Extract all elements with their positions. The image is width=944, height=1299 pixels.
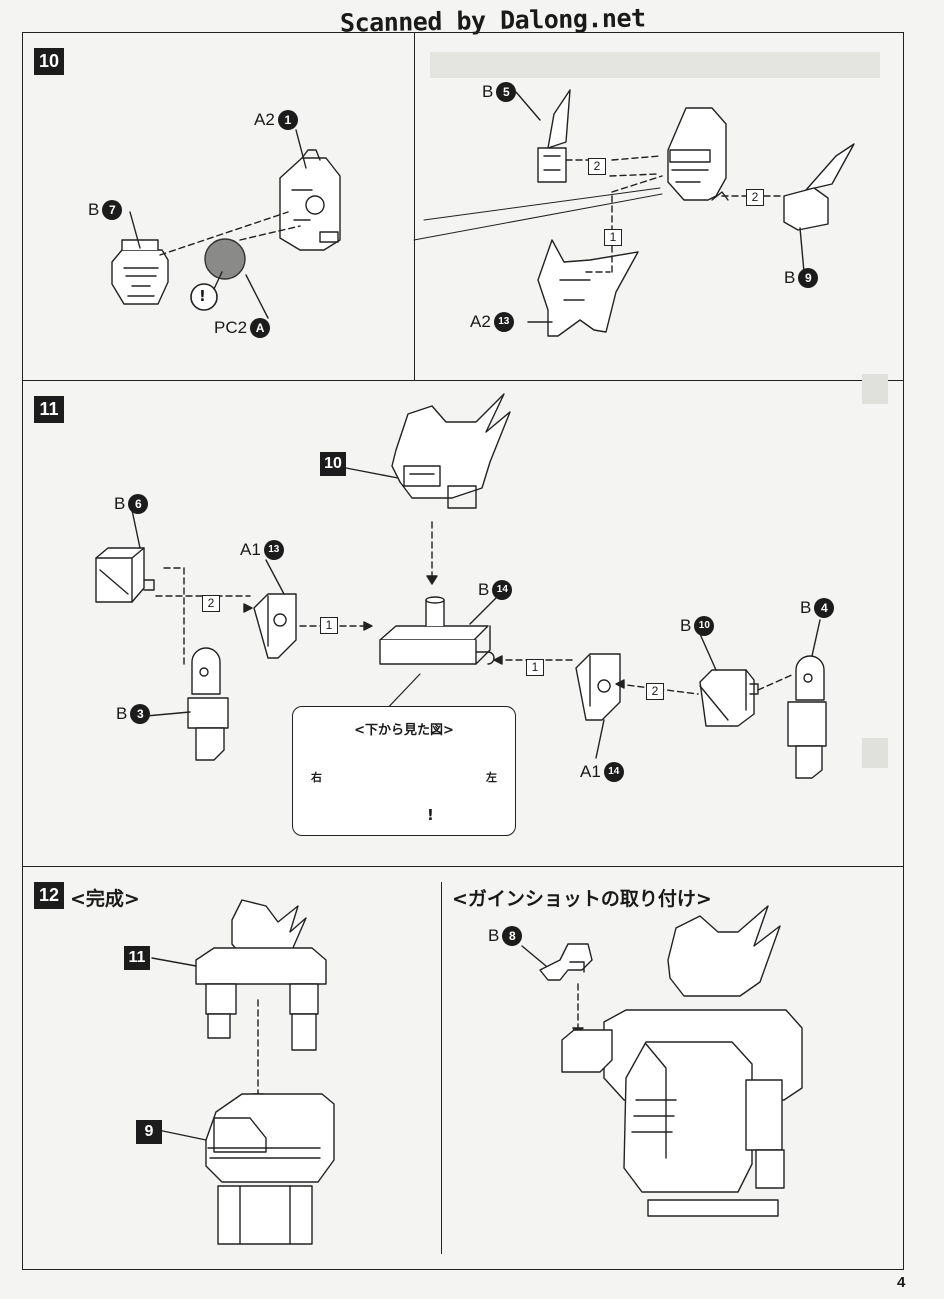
part-number-badge: 3 [130, 704, 151, 724]
page-number: 4 [897, 1274, 906, 1291]
antenna-fin-part-b5 [537, 89, 571, 183]
callout-b-4: B 4 [800, 598, 835, 618]
part-number-badge: 4 [814, 598, 835, 618]
part-runner-label: B [116, 704, 128, 723]
polycap-ball-pc2 [204, 238, 246, 280]
callout-b-6: B 6 [114, 494, 149, 514]
sequence-mark: 1 [604, 229, 622, 246]
divider-step-10-11 [22, 380, 904, 381]
arm-part-b3 [187, 647, 229, 761]
part-runner-label: PC2 [214, 318, 248, 337]
divider-step-11-12 [22, 866, 904, 867]
bottom-view-left-label: 左 [486, 771, 497, 784]
callout-pc2-a: PC2 A [214, 318, 271, 338]
part-number-badge: 7 [102, 200, 123, 220]
part-runner-label: B [482, 82, 494, 101]
antenna-fin-part-b9 [783, 143, 855, 231]
part-runner-label: A1 [240, 540, 261, 559]
callout-a1-14: A1 14 [580, 762, 624, 782]
upper-body-ref11 [195, 899, 327, 1051]
bottom-view-right-label: 右 [311, 771, 322, 784]
part-number-badge: 5 [496, 82, 517, 102]
step-11-badge: 11 [34, 396, 64, 423]
part-number-badge: 10 [694, 616, 715, 636]
part-runner-label: B [800, 598, 812, 617]
part-runner-label: B [680, 616, 692, 635]
part-number-badge: 14 [492, 580, 513, 600]
shoulder-joint-part-a1-13 [253, 593, 297, 659]
gain-shot-attach-title: <ガインショットの取り付け> [452, 888, 712, 910]
callout-b-7: B 7 [88, 200, 123, 220]
head-face-part-b7 [111, 239, 169, 305]
step-12-title: <完成> [70, 888, 140, 910]
part-number-badge: 1 [277, 110, 298, 130]
ghost-showthrough-badge [862, 374, 888, 404]
shoulder-block-part-b6 [95, 547, 155, 603]
sequence-mark: 2 [646, 683, 664, 700]
caution-mark-step11: ! [427, 806, 434, 824]
part-number-badge: A [250, 318, 271, 338]
lower-body-ref9 [205, 1093, 335, 1245]
part-number-badge: 14 [603, 762, 624, 782]
bottom-view-title: <下から見た図> [354, 723, 454, 738]
part-runner-label: B [784, 268, 796, 287]
part-runner-label: B [478, 580, 490, 599]
shoulder-block-part-b10 [699, 669, 759, 727]
arm-part-b4 [787, 655, 827, 779]
callout-a2-1: A2 1 [254, 110, 298, 130]
ghost-showthrough-badge-2 [862, 738, 888, 768]
callout-b-10: B 10 [680, 616, 715, 636]
part-runner-label: A2 [470, 312, 491, 331]
divider-step-12-vertical [441, 882, 442, 1254]
page-frame [22, 32, 904, 1270]
ghost-showthrough-banner [430, 52, 880, 78]
helmet-front-part-a2-13 [537, 239, 639, 337]
bottom-view-detail-box: <下から見た図> 右 左 [292, 706, 516, 836]
ref-badge-step11: 11 [124, 946, 150, 970]
callout-b-5: B 5 [482, 82, 517, 102]
shoulder-joint-part-a1-14 [575, 653, 621, 721]
part-number-badge: 9 [798, 268, 819, 288]
part-runner-label: B [88, 200, 100, 219]
pc2-leader-line [245, 274, 269, 319]
callout-a2-13: A2 13 [470, 312, 514, 332]
callout-b-3: B 3 [116, 704, 151, 724]
part-runner-label: B [114, 494, 126, 513]
sequence-mark: 1 [526, 659, 544, 676]
body-connector-part-b14 [379, 596, 495, 665]
part-runner-label: A1 [580, 762, 601, 781]
head-assembly-step10 [667, 107, 729, 201]
sequence-mark: 1 [320, 617, 338, 634]
sequence-mark: 2 [202, 595, 220, 612]
helmet-back-part-a2-1 [279, 149, 341, 251]
sequence-mark: 2 [588, 158, 606, 175]
part-number-badge: 13 [263, 540, 284, 560]
completed-head-ref10 [391, 393, 511, 509]
caution-icon-step10 [190, 283, 218, 311]
divider-step-10-vertical [414, 32, 415, 380]
callout-b-9: B 9 [784, 268, 819, 288]
part-runner-label: A2 [254, 110, 275, 129]
caution-mark-step10: ! [199, 287, 206, 305]
callout-b-8: B 8 [488, 926, 523, 946]
part-runner-label: B [488, 926, 500, 945]
sequence-mark: 2 [746, 189, 764, 206]
part-number-badge: 13 [493, 312, 514, 332]
step-10-badge: 10 [34, 48, 64, 75]
step-12-badge: 12 [34, 882, 64, 909]
gain-shot-weapon-part-b8 [539, 943, 593, 981]
callout-a1-13: A1 13 [240, 540, 284, 560]
completed-robot [561, 905, 803, 1217]
part-number-badge: 6 [128, 494, 149, 514]
part-number-badge: 8 [502, 926, 523, 946]
ref-badge-step9: 9 [136, 1120, 162, 1144]
ref-badge-step10: 10 [320, 452, 346, 476]
callout-b-14: B 14 [478, 580, 513, 600]
